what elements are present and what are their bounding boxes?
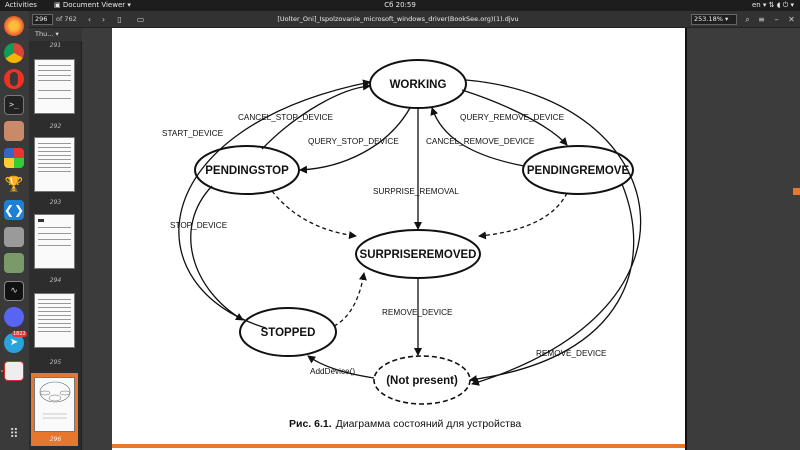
page-thumbnail[interactable] <box>34 293 75 348</box>
zoom-select[interactable]: 253.18% ▾ <box>691 14 737 25</box>
photos-icon[interactable] <box>4 253 24 273</box>
close-icon[interactable]: ✕ <box>788 15 795 24</box>
thumbnail-page-number: 291 <box>49 42 62 49</box>
state-diagram: WORKING PENDINGSTOP PENDINGREMOVE SURPRI… <box>162 59 642 430</box>
state-pendingstop <box>194 145 300 195</box>
figure-caption: Рис. 6.1. Диаграмма состояний для устройс… <box>289 418 521 430</box>
document-view[interactable]: WORKING PENDINGSTOP PENDINGREMOVE SURPRI… <box>82 28 800 450</box>
edge-stopped-surprise <box>333 272 367 327</box>
document-viewer-icon[interactable] <box>4 361 24 381</box>
document-page: WORKING PENDINGSTOP PENDINGREMOVE SURPRI… <box>112 28 685 450</box>
state-working-label: WORKING <box>390 79 447 91</box>
label-remove-device-right: REMOVE_DEVICE <box>536 349 607 358</box>
label-cancel-stop-device: CANCEL_STOP_DEVICE <box>238 113 333 122</box>
annotation-icon[interactable]: ▭ <box>136 15 145 24</box>
state-pendingstop-label: PENDINGSTOP <box>205 165 289 177</box>
thumbnail-page-number: 294 <box>49 277 62 284</box>
system-top-bar: Activities ▣ Document Viewer ▾ Сб 20:59 … <box>0 0 800 11</box>
files-icon[interactable] <box>4 121 24 141</box>
edge-query-remove-device <box>461 89 568 146</box>
discord-icon[interactable] <box>4 307 24 327</box>
drive-icon[interactable] <box>4 227 24 247</box>
label-surprise-removal: SURPRISE_REMOVAL <box>373 187 459 196</box>
label-remove-device-center: REMOVE_DEVICE <box>382 308 453 317</box>
edge-query-stop-device <box>299 107 411 174</box>
scroll-marker[interactable] <box>793 188 800 195</box>
chevron-left-icon[interactable]: ‹ <box>87 15 92 24</box>
state-stopped-label: STOPPED <box>261 327 316 339</box>
label-stop-device: STOP_DEVICE <box>170 221 228 230</box>
menu-icon[interactable]: ≡ <box>758 15 765 24</box>
state-not-present-label: (Not present) <box>386 375 458 387</box>
figure-caption-number: Рис. 6.1. <box>289 418 332 430</box>
telegram-icon[interactable]: ➤ <box>4 333 24 353</box>
terminal-icon[interactable]: >_ <box>4 95 24 115</box>
opera-icon[interactable] <box>4 69 24 89</box>
page-edge <box>685 28 687 450</box>
chevron-right-icon[interactable]: › <box>101 15 106 24</box>
power-icon: ⏻ <box>782 1 789 9</box>
edge-cancel-stop-device <box>261 82 371 150</box>
boxes-icon[interactable] <box>4 148 24 168</box>
page-total: of 762 <box>56 15 77 23</box>
thumbnail-page-number: 293 <box>49 199 62 206</box>
sidebar-title: Thu... <box>35 30 54 38</box>
volume-icon: ◖ <box>776 1 781 9</box>
sidebar-header[interactable]: Thu... ▾ <box>29 28 82 41</box>
page-thumbnail[interactable] <box>34 214 75 269</box>
figure-caption-text: Диаграмма состояний для устройства <box>336 418 522 430</box>
edge-pendingstop-surprise <box>271 190 357 240</box>
search-icon[interactable]: ⌕ <box>745 15 750 24</box>
page-bottom-strip <box>112 444 685 448</box>
thumbnails-sidebar: Thu... ▾ 291 292 293 294 295 296 <box>29 28 82 450</box>
minimize-icon[interactable]: – <box>774 15 779 24</box>
label-query-stop-device: QUERY_STOP_DEVICE <box>308 137 399 146</box>
clock[interactable]: Сб 20:59 <box>384 1 416 9</box>
edge-cancel-remove-device <box>430 107 525 167</box>
firefox-icon[interactable] <box>4 16 24 36</box>
label-cancel-remove-device: CANCEL_REMOVE_DEVICE <box>426 137 535 146</box>
thumbnail-page-number: 292 <box>49 123 62 130</box>
sidebar-toggle-icon[interactable]: ▯ <box>117 15 122 24</box>
telegram-badge: 1822 <box>12 331 27 337</box>
document-toolbar: 296 of 762 ‹ › ▯ ▭ [Uolter_Oni]_Ispolzov… <box>29 11 800 28</box>
edge-start-device <box>178 79 371 329</box>
network-icon: ⇅ <box>768 1 775 9</box>
dock: >_ 🏆 ❮❯ ∿ ➤ 1822 ⠿ <box>0 11 29 450</box>
state-stopped <box>239 307 337 357</box>
vscode-icon[interactable]: ❮❯ <box>4 200 24 220</box>
system-tray[interactable]: en ▾ ⇅ ◖ ⏻ ▾ <box>751 1 794 9</box>
thumbnail-diagram <box>39 381 71 419</box>
thumbnail-page-number-selected: 296 <box>49 436 62 443</box>
label-start-device: START_DEVICE <box>162 129 224 138</box>
label-add-device: AddDevice() <box>310 367 355 376</box>
zoom-value: 253.18% <box>694 15 723 23</box>
app-menu[interactable]: ▣ Document Viewer ▾ <box>54 1 131 9</box>
edge-add-device <box>307 355 375 379</box>
app-name: Document Viewer <box>62 1 126 9</box>
trophy-icon[interactable]: 🏆 <box>4 174 24 194</box>
edge-remove-device-right <box>469 183 635 384</box>
chrome-icon[interactable] <box>4 43 24 63</box>
language-indicator: en <box>751 1 761 9</box>
page-number-input[interactable]: 296 <box>32 14 53 25</box>
activities-button[interactable]: Activities <box>5 1 37 9</box>
app-grid-icon[interactable]: ⠿ <box>9 427 19 442</box>
page-thumbnail-selected[interactable] <box>34 377 75 432</box>
edge-stop-device <box>190 185 244 321</box>
state-surpriseremoved-label: SURPRISEREMOVED <box>360 249 477 261</box>
active-indicator <box>1 370 3 372</box>
edge-working-outer-right <box>465 79 642 386</box>
document-title: [Uolter_Oni]_Ispolzovanie_microsoft_wind… <box>277 15 519 23</box>
edge-pendingremove-surprise <box>478 192 568 240</box>
label-query-remove-device: QUERY_REMOVE_DEVICE <box>460 113 565 122</box>
page-thumbnail[interactable] <box>34 137 75 192</box>
page-thumbnail[interactable] <box>34 59 75 114</box>
state-pendingremove-label: PENDINGREMOVE <box>527 165 630 177</box>
state-pendingremove <box>522 145 634 195</box>
monitor-icon[interactable]: ∿ <box>4 281 24 301</box>
thumbnail-page-number: 295 <box>49 359 62 366</box>
